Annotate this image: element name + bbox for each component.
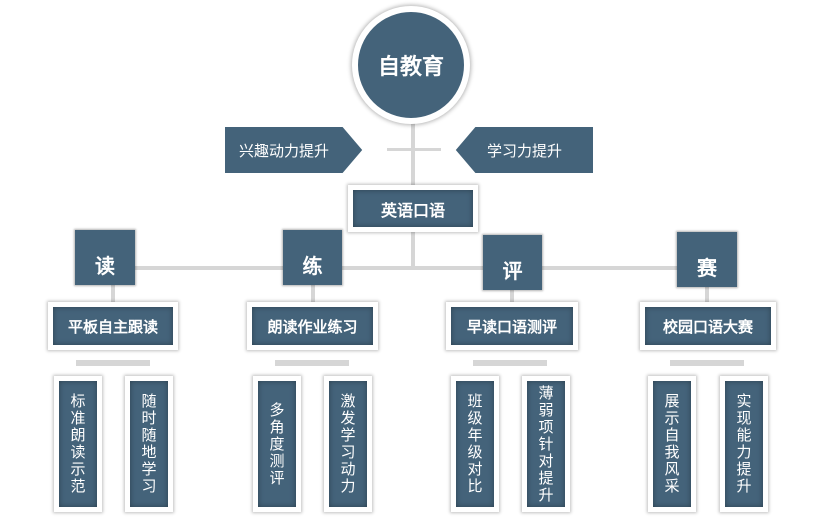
bracket xyxy=(76,360,150,366)
connector xyxy=(510,285,514,305)
interest-arrow: 兴趣动力提升 xyxy=(220,122,370,178)
letter-node: 读 xyxy=(75,230,135,285)
leaf-node: 标准朗读示范 xyxy=(54,376,102,512)
leaf-node: 多角度测评 xyxy=(253,376,301,512)
arrow-label: 兴趣动力提升 xyxy=(225,127,363,173)
leaf-node: 实现能力提升 xyxy=(720,376,768,512)
leaf-node: 展示自我风采 xyxy=(648,376,696,512)
leaf-node: 薄弱项针对提升 xyxy=(522,376,570,512)
bracket xyxy=(275,360,349,366)
branch-node: 平板自主跟读 xyxy=(48,302,178,350)
branch-node: 校园口语大赛 xyxy=(640,302,776,350)
learning-arrow: 学习力提升 xyxy=(448,122,598,178)
connector xyxy=(387,148,441,151)
leaf-node: 激发学习动力 xyxy=(324,376,372,512)
letter-node: 评 xyxy=(483,235,542,290)
connector xyxy=(105,266,717,270)
letter-node: 练 xyxy=(283,230,342,285)
root-node: 自教育 xyxy=(352,6,470,124)
bracket xyxy=(670,360,744,366)
branch-node: 朗读作业练习 xyxy=(247,302,378,350)
bracket xyxy=(473,360,547,366)
letter-node: 赛 xyxy=(677,232,737,287)
leaf-node: 随时随地学习 xyxy=(125,376,173,512)
connector xyxy=(705,282,709,304)
connector xyxy=(311,280,315,304)
leaf-node: 班级年级对比 xyxy=(451,376,499,512)
arrow-label: 学习力提升 xyxy=(455,127,593,173)
topic-node: 英语口语 xyxy=(348,185,478,232)
branch-node: 早读口语测评 xyxy=(446,302,578,350)
connector xyxy=(111,280,115,304)
